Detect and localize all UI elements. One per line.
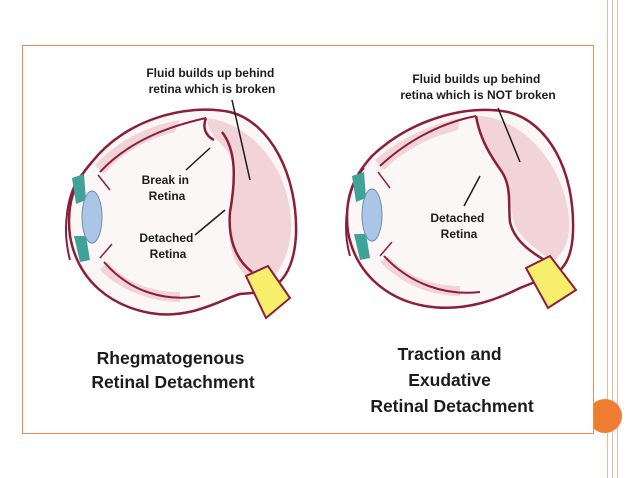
left-caption-line-1: Rhegmatogenous (97, 348, 245, 368)
right-retina-band (375, 118, 460, 170)
right-fluid-annotation: Fluid builds up behind retina which is N… (400, 72, 555, 102)
left-ciliary (97, 174, 113, 259)
left-detached-pointer (194, 209, 226, 236)
slide-edge-rule (607, 0, 608, 478)
right-inner-retina (379, 115, 477, 167)
right-ciliary (377, 171, 393, 257)
left-caption-line-2: Retinal Detachment (91, 372, 255, 392)
right-detached-pointer (463, 175, 481, 207)
left-break-line-1: Break in (142, 173, 189, 187)
right-iris-top (352, 172, 366, 202)
right-optic-nerve (524, 254, 578, 310)
right-detached-line-2: Retina (441, 227, 478, 241)
left-fluid-pointer (231, 99, 251, 181)
left-optic-nerve (244, 264, 292, 320)
right-detached-line-1: Detached (430, 211, 484, 225)
right-caption-line-3: Retinal Detachment (370, 396, 534, 416)
left-detached-line-1: Detached (139, 231, 193, 245)
left-detached-annotation: Detached Retina (139, 231, 196, 261)
slide-edge-rule (612, 0, 613, 478)
right-retina-band-lower (380, 256, 460, 296)
right-caption-line-1: Traction and (398, 344, 502, 364)
right-caption-line-2: Exudative (408, 370, 491, 390)
left-detached-line-2: Retina (150, 247, 187, 261)
right-detached-annotation: Detached Retina (430, 211, 487, 241)
left-inner-retina-lower (103, 261, 201, 299)
right-eye (345, 107, 578, 310)
right-inner-retina-lower (383, 255, 481, 294)
left-iris-top (72, 174, 86, 204)
left-fluid-annotation: Fluid builds up behind retina which is b… (146, 66, 277, 96)
right-fluid-pointer (497, 107, 521, 163)
left-break-line-2: Retina (149, 189, 186, 203)
right-lens (361, 188, 383, 242)
right-subretinal-fluid (476, 116, 570, 262)
right-fluid-line-1: Fluid builds up behind (412, 72, 540, 86)
right-detached-retina (474, 115, 549, 264)
left-break-pointer (185, 147, 211, 171)
left-eye (65, 99, 298, 320)
right-fluid-line-2: retina which is NOT broken (400, 88, 555, 102)
left-caption: Rhegmatogenous Retinal Detachment (91, 348, 255, 392)
left-lens (81, 190, 103, 244)
left-inner-retina (99, 117, 207, 173)
left-break-annotation: Break in Retina (142, 173, 193, 203)
left-iris-bottom (74, 236, 90, 262)
left-fluid-line-1: Fluid builds up behind (146, 66, 274, 80)
left-fluid-line-2: retina which is broken (149, 82, 276, 96)
right-iris-bottom (354, 234, 370, 260)
left-retina-band-lower (100, 262, 180, 302)
left-subretinal-fluid (207, 118, 292, 280)
slide-edge-rule (617, 0, 618, 478)
right-caption: Traction and Exudative Retinal Detachmen… (370, 344, 534, 416)
left-detached-retina (203, 117, 253, 273)
